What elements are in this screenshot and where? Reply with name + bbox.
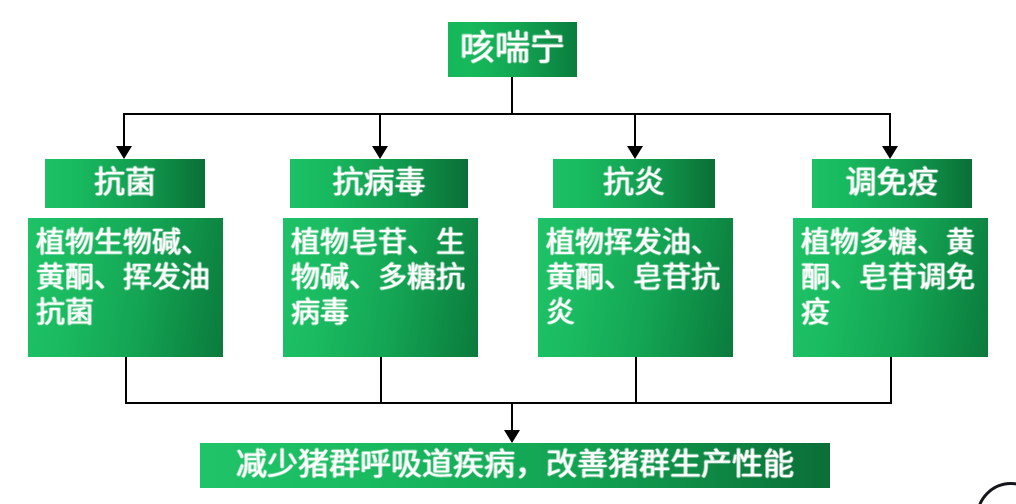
connector-drop-1 [123, 113, 125, 148]
connector-root-stem [511, 77, 513, 114]
node-branch-header-2: 抗病毒 [290, 159, 468, 208]
connector-result-stem [511, 402, 513, 433]
arrow-down-icon-4 [882, 146, 898, 159]
connector-top-bus [123, 113, 891, 115]
node-branch-header-1: 抗菌 [45, 159, 205, 208]
node-branch-body-4: 植物多糖、黄酮、皂苷调免疫 [793, 218, 988, 357]
connector-riser-4 [890, 357, 892, 404]
node-root: 咳喘宁 [448, 22, 577, 77]
corner-arc-decoration [976, 482, 1016, 504]
arrow-down-icon-1 [116, 146, 132, 159]
node-result: 减少猪群呼吸道疾病，改善猪群生产性能 [200, 443, 830, 488]
connector-drop-4 [889, 113, 891, 148]
node-branch-body-1: 植物生物碱、黄酮、挥发油抗菌 [28, 218, 223, 357]
connector-riser-1 [125, 357, 127, 404]
connector-drop-3 [634, 113, 636, 148]
connector-riser-3 [635, 357, 637, 404]
arrow-down-icon-3 [627, 146, 643, 159]
connector-riser-2 [380, 357, 382, 404]
node-branch-header-4: 调免疫 [812, 159, 972, 208]
connector-drop-2 [379, 113, 381, 148]
node-branch-body-3: 植物挥发油、黄酮、皂苷抗炎 [538, 218, 733, 357]
connector-bottom-bus [125, 402, 892, 404]
arrow-down-icon-result [504, 430, 520, 443]
arrow-down-icon-2 [372, 146, 388, 159]
node-branch-body-2: 植物皂苷、生物碱、多糖抗病毒 [283, 218, 478, 357]
node-branch-header-3: 抗炎 [553, 159, 715, 208]
